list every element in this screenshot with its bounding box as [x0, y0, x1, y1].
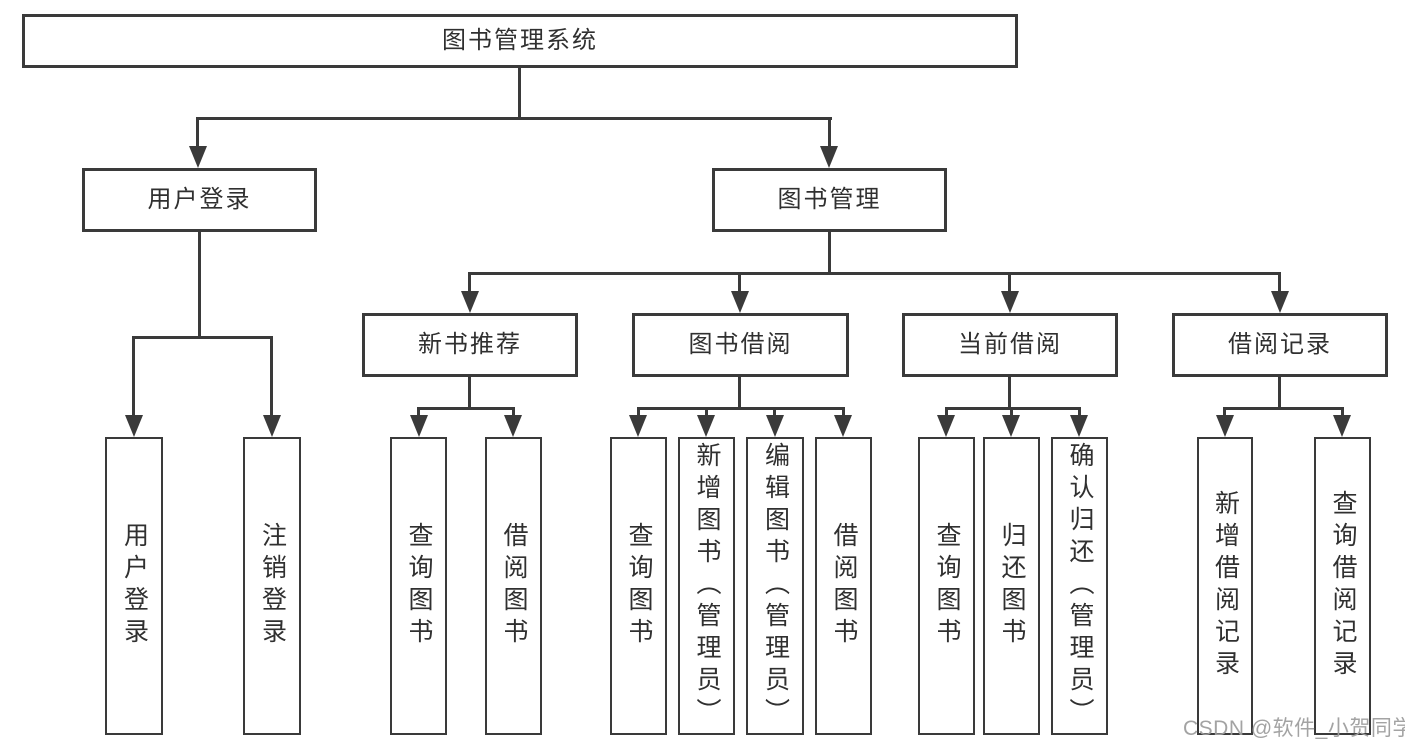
connector-subbranch-rail	[418, 407, 515, 410]
leaf-label: 用户登录	[120, 522, 149, 650]
leaf-add-borrow-record: 新增借阅记录	[1197, 437, 1253, 735]
leaf-label: 查询借阅记录	[1329, 490, 1357, 682]
arrowhead-user-login	[189, 146, 207, 168]
connector-level3-stem	[468, 272, 471, 292]
leaf-edit-book-admin: 编辑图书（管理员）	[746, 437, 804, 735]
arrowhead-book-borrowing	[731, 291, 749, 313]
connector-leaf-stem	[945, 407, 948, 417]
leaf-label: 编辑图书（管理员）	[761, 442, 790, 730]
arrowhead-borrowing-records	[1271, 291, 1289, 313]
connector-leaf-stem	[1078, 407, 1081, 417]
node-label: 新书推荐	[418, 331, 522, 358]
node-borrowing-records: 借阅记录	[1172, 313, 1388, 377]
leaf-label: 确认归还（管理员）	[1066, 442, 1094, 730]
connector-leaf-stem	[512, 407, 515, 417]
leaf-label: 新增图书（管理员）	[693, 442, 721, 730]
arrowhead-leaf	[410, 415, 428, 437]
connector-leaf-stem	[773, 407, 776, 417]
arrowhead-leaf	[1333, 415, 1351, 437]
node-label: 当前借阅	[958, 331, 1062, 358]
connector-user-login-stem	[196, 117, 199, 147]
connector-level3-stem	[738, 272, 741, 292]
node-label: 借阅记录	[1228, 331, 1332, 358]
arrowhead-leaf	[1002, 415, 1020, 437]
leaf-query-borrow-record: 查询借阅记录	[1314, 437, 1371, 735]
connector-leaf-stem	[1223, 407, 1226, 417]
connector-leaf-stem	[637, 407, 640, 417]
connector-leaf-stem	[417, 407, 420, 417]
connector-level3-stem	[1008, 272, 1011, 292]
node-user-login: 用户登录	[82, 168, 317, 232]
connector-subbranch-stem	[468, 377, 471, 407]
node-label: 图书管理	[777, 186, 882, 213]
arrowhead-leaf	[125, 415, 143, 437]
connector-level3-stem	[1278, 272, 1281, 292]
connector-mgmt-branch-stem	[828, 232, 831, 272]
arrowhead-leaf	[697, 415, 715, 437]
arrowhead-leaf	[937, 415, 955, 437]
arrowhead-new-book-recommend	[461, 291, 479, 313]
arrowhead-leaf	[1216, 415, 1234, 437]
leaf-query-book-current: 查询图书	[918, 437, 975, 735]
node-current-borrowing: 当前借阅	[902, 313, 1118, 377]
arrowhead-leaf	[629, 415, 647, 437]
connector-subbranch-stem	[1278, 377, 1281, 407]
node-root-library-system: 图书管理系统	[22, 14, 1018, 68]
connector-level2-rail	[198, 117, 832, 120]
connector-leaf-stem	[1341, 407, 1344, 417]
arrowhead-current-borrowing	[1001, 291, 1019, 313]
leaf-confirm-return-admin: 确认归还（管理员）	[1051, 437, 1108, 735]
connector-book-mgmt-stem	[828, 117, 831, 147]
connector-root-stem	[518, 68, 521, 117]
leaf-label: 新增借阅记录	[1211, 490, 1240, 682]
leaf-query-book-borrowing: 查询图书	[610, 437, 667, 735]
arrowhead-leaf	[504, 415, 522, 437]
connector-subbranch-rail	[945, 407, 1081, 410]
connector-leaf-stem	[270, 336, 273, 416]
node-new-book-recommend: 新书推荐	[362, 313, 578, 377]
arrowhead-leaf	[263, 415, 281, 437]
node-label: 用户登录	[147, 186, 252, 213]
csdn-watermark: CSDN @软件_小贺同学	[1183, 717, 1405, 740]
arrowhead-book-mgmt	[820, 146, 838, 168]
leaf-label: 注销登录	[258, 522, 287, 650]
connector-subbranch-stem	[1008, 377, 1011, 407]
leaf-label: 借阅图书	[830, 522, 858, 650]
leaf-logout: 注销登录	[243, 437, 301, 735]
connector-leaf-stem	[132, 336, 135, 416]
leaf-label: 归还图书	[998, 522, 1026, 650]
leaf-return-book: 归还图书	[983, 437, 1040, 735]
connector-leaf-stem	[842, 407, 845, 417]
leaf-borrow-book-recommend: 借阅图书	[485, 437, 542, 735]
connector-leaf-stem	[705, 407, 708, 417]
connector-subbranch-rail	[637, 407, 845, 410]
leaf-add-book-admin: 新增图书（管理员）	[678, 437, 735, 735]
connector-level3-rail	[470, 272, 1281, 275]
arrowhead-leaf	[766, 415, 784, 437]
connector-subbranch-stem	[738, 377, 741, 407]
node-book-borrowing: 图书借阅	[632, 313, 849, 377]
arrowhead-leaf	[1070, 415, 1088, 437]
leaf-user-login: 用户登录	[105, 437, 163, 735]
leaf-label: 查询图书	[405, 522, 433, 650]
leaf-label: 查询图书	[933, 522, 961, 650]
connector-login-branch-stem	[198, 232, 201, 336]
connector-leaf-stem	[1010, 407, 1013, 417]
leaf-label: 查询图书	[625, 522, 653, 650]
node-label: 图书管理系统	[442, 27, 598, 54]
arrowhead-leaf	[834, 415, 852, 437]
leaf-query-book-recommend: 查询图书	[390, 437, 447, 735]
connector-login-branch-rail	[134, 336, 273, 339]
node-label: 图书借阅	[688, 331, 793, 358]
node-book-management: 图书管理	[712, 168, 947, 232]
leaf-borrow-book: 借阅图书	[815, 437, 872, 735]
connector-subbranch-rail	[1224, 407, 1344, 410]
leaf-label: 借阅图书	[500, 522, 528, 650]
